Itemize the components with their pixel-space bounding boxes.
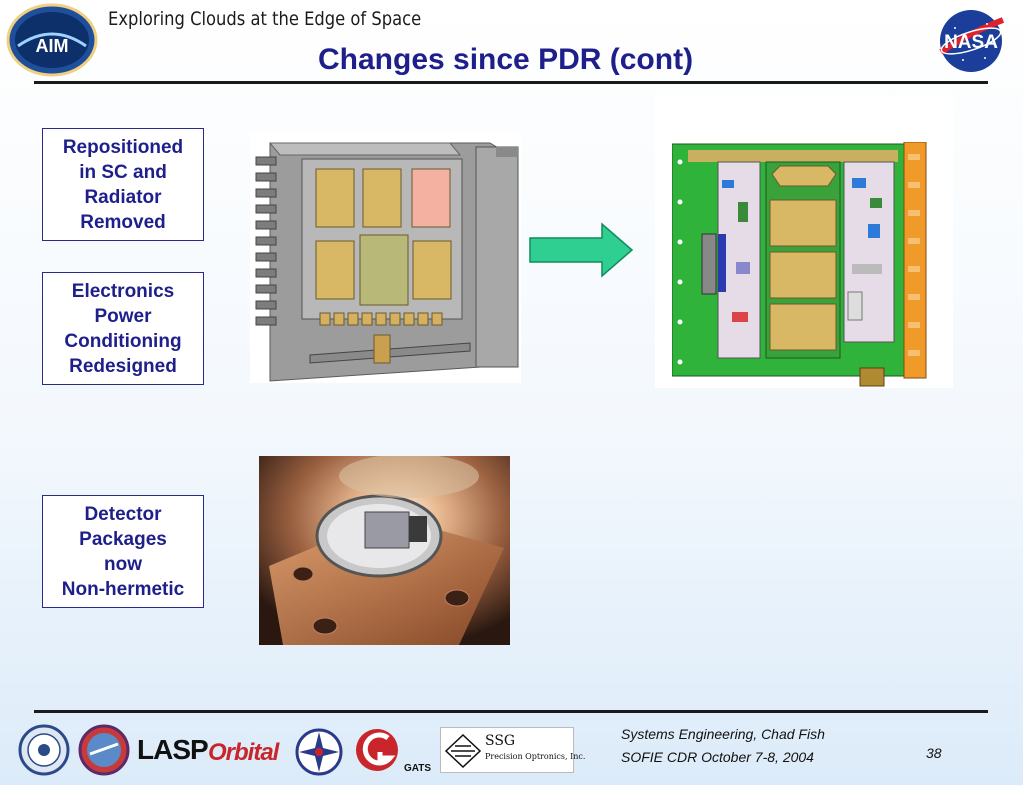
gats-logo-mark	[356, 729, 398, 771]
aim-mission-logo: AIM	[6, 3, 98, 77]
new-electronics-board-image	[672, 142, 927, 387]
callout-line: Detector	[84, 503, 162, 525]
callout-detector: Detector Packages now Non-hermetic	[42, 495, 204, 608]
callout-line: Radiator	[84, 186, 162, 208]
ssg-logo: SSG Precision Optronics, Inc.	[440, 727, 585, 773]
bottom-divider	[34, 710, 988, 713]
svg-text:AIM: AIM	[36, 36, 69, 56]
callout-line: now	[104, 553, 142, 575]
gats-logo-text: GATS	[404, 763, 432, 774]
footer-event: SOFIE CDR October 7-8, 2004	[621, 749, 814, 765]
orbital-logo: Orbital	[208, 739, 279, 766]
ssg-diamond-icon	[445, 734, 481, 768]
old-electronics-box-image	[250, 133, 521, 383]
callout-line: Conditioning	[64, 330, 182, 352]
transition-arrow	[529, 222, 634, 278]
ssg-subtitle: Precision Optronics, Inc.	[485, 752, 586, 761]
callout-line: Packages	[79, 528, 167, 550]
ssg-name: SSG	[485, 733, 516, 749]
university-seal-logo	[18, 724, 70, 776]
page-number: 38	[926, 745, 942, 761]
nasa-logo: NASA	[939, 10, 1005, 72]
callout-line: Repositioned	[62, 136, 184, 158]
callout-line: Removed	[80, 211, 166, 233]
callout-line: Redesigned	[69, 355, 177, 377]
footer-presenter: Systems Engineering, Chad Fish	[621, 726, 825, 742]
callout-line: Non-hermetic	[61, 578, 185, 600]
svg-text:NASA: NASA	[944, 32, 998, 53]
compass-star-logo	[295, 728, 343, 776]
institute-seal-logo	[78, 724, 130, 776]
detector-package-photo	[259, 456, 510, 645]
callout-line: Electronics	[71, 280, 175, 302]
callout-repositioned: Repositioned in SC and Radiator Removed	[42, 128, 204, 241]
header-tagline: Exploring Clouds at the Edge of Space	[108, 8, 422, 30]
slide-title: Changes since PDR (cont)	[318, 43, 694, 76]
callout-electronics: Electronics Power Conditioning Redesigne…	[42, 272, 204, 385]
lasp-logo: LASP	[137, 734, 209, 765]
callout-line: Power	[94, 305, 152, 327]
callout-line: in SC and	[79, 161, 167, 183]
top-divider	[34, 81, 988, 84]
